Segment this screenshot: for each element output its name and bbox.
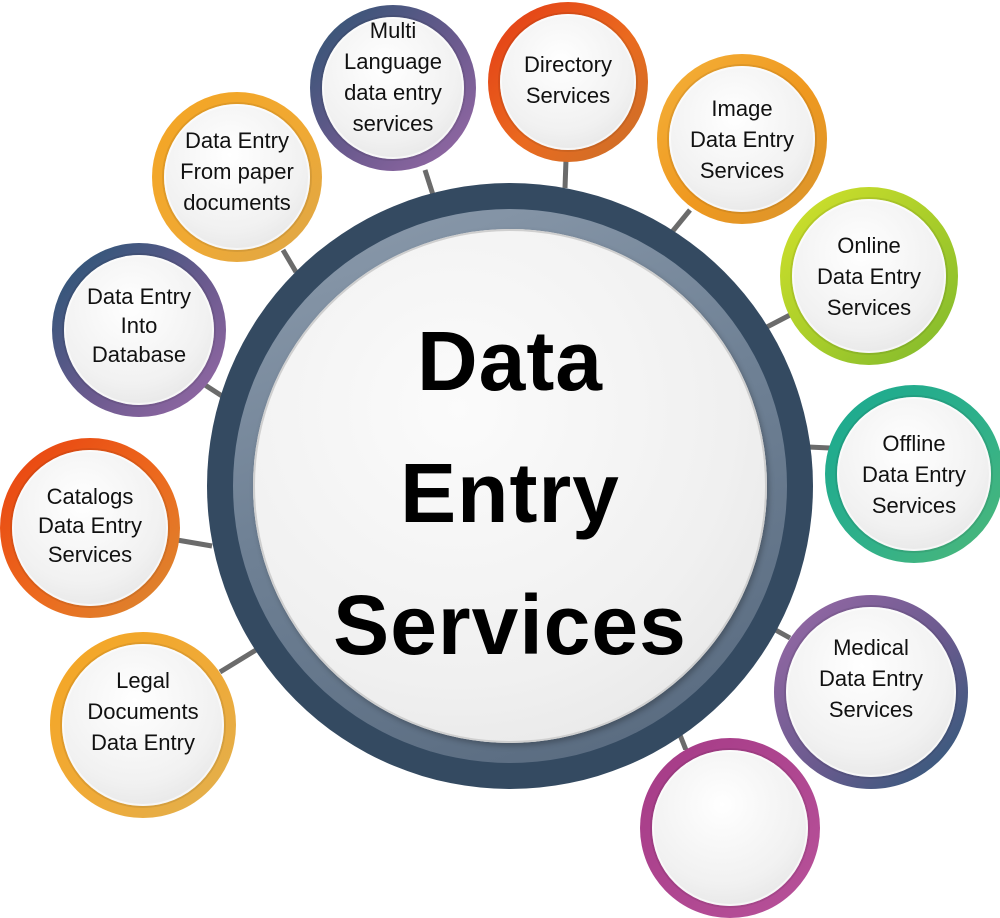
label-line: Data Entry xyxy=(690,126,794,152)
service-bubble-legal: Legal Documents Data Entry xyxy=(50,632,236,818)
bubble-label: Multi Language data entry services xyxy=(344,15,442,139)
label-line: services xyxy=(352,111,434,136)
label-line: data entry xyxy=(344,80,442,105)
label-line: Services xyxy=(826,294,912,320)
bubble-label: Catalogs Data Entry Services xyxy=(38,482,142,569)
hub-title-line: Services xyxy=(333,578,687,672)
label-line: Services xyxy=(525,83,611,108)
label-line: Data Entry xyxy=(38,512,142,538)
service-bubble-database: Data Entry Into Database xyxy=(52,243,226,417)
label-line: Data Entry xyxy=(91,729,195,755)
label-line: Data Entry xyxy=(87,283,191,309)
label-line: Services xyxy=(699,157,785,183)
label-line: Data Entry xyxy=(862,461,966,487)
bubble-label: Legal Documents Data Entry xyxy=(87,665,198,758)
bubble-face xyxy=(652,750,808,906)
hub-center xyxy=(253,229,767,743)
label-line: Services xyxy=(871,492,957,518)
bubble-face xyxy=(12,450,168,606)
label-line: Legal xyxy=(116,667,170,693)
bubble-face xyxy=(837,397,991,551)
bubble-face xyxy=(322,17,464,159)
bubble-label: Data Entry Into Database xyxy=(87,282,191,369)
label-line: From paper xyxy=(180,158,294,184)
label-line: Services xyxy=(47,541,133,567)
label-line: Documents xyxy=(87,698,199,724)
label-line: Data Entry xyxy=(817,263,921,289)
bubble-label: Offline Data Entry Services xyxy=(862,428,966,521)
label-line: Medical xyxy=(833,634,909,660)
label-line: Language xyxy=(344,49,442,74)
label-line: Directory xyxy=(523,52,612,77)
bubble-label: Image Data Entry Services xyxy=(690,93,794,186)
hub-title: Data Entry Services xyxy=(253,295,767,691)
bubble-face xyxy=(164,104,310,250)
bubble-face xyxy=(64,255,214,405)
service-bubble-directory: Directory Services xyxy=(488,2,648,162)
label-line: Services xyxy=(828,696,914,722)
label-line: Image xyxy=(711,95,773,121)
service-bubble-multi-language: Multi Language data entry services xyxy=(310,5,476,171)
service-bubble-paper-documents: Data Entry From paper documents xyxy=(152,92,322,262)
label-line: Into xyxy=(120,312,158,338)
bubble-face xyxy=(669,66,815,212)
connector-lines xyxy=(176,159,831,750)
label-line: Database xyxy=(91,341,187,367)
hub-title-line: Data xyxy=(416,314,604,408)
label-line: Online xyxy=(837,232,901,258)
label-line: Data Entry xyxy=(819,665,923,691)
bubble-label: Online Data Entry Services xyxy=(817,230,921,323)
bubble-label: Data Entry From paper documents xyxy=(180,125,294,218)
label-line: documents xyxy=(183,189,291,215)
service-bubble-online: Online Data Entry Services xyxy=(780,187,958,365)
service-bubble-medical: Medical Data Entry Services xyxy=(774,595,968,789)
bubble-label: Medical Data Entry Services xyxy=(819,632,923,725)
service-bubble-image: Image Data Entry Services xyxy=(657,54,827,224)
service-bubble-catalogs: Catalogs Data Entry Services xyxy=(0,438,180,618)
label-line: Data Entry xyxy=(185,127,289,153)
service-bubble-offline: Offline Data Entry Services xyxy=(825,385,1000,563)
service-bubble-partial xyxy=(640,738,820,918)
bubble-face xyxy=(792,199,946,353)
hub-title-line: Entry xyxy=(400,446,620,540)
bubble-face xyxy=(500,14,636,150)
bubble-label: Directory Services xyxy=(524,49,612,111)
label-line: Catalogs xyxy=(46,483,134,509)
label-line: Offline xyxy=(882,430,946,456)
label-line: Multi xyxy=(369,18,417,43)
bubble-face xyxy=(786,607,956,777)
